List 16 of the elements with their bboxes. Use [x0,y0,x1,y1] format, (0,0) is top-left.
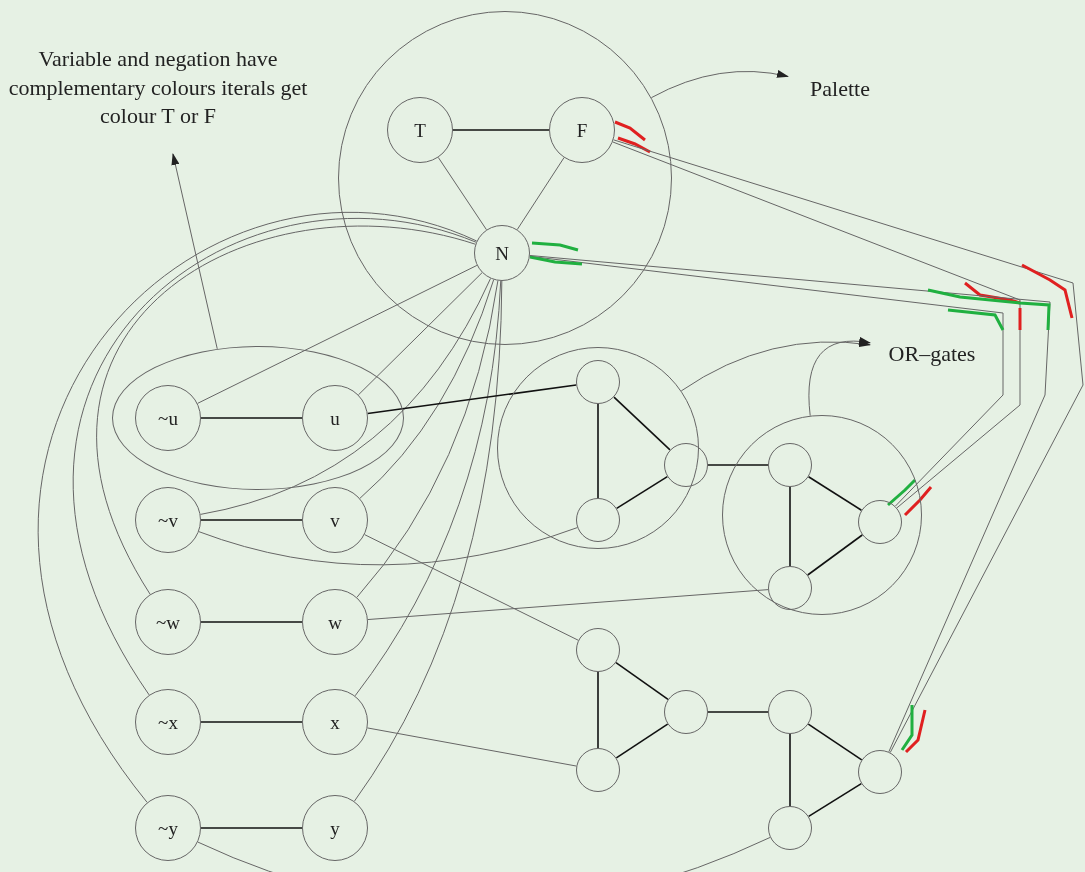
node-label: ~w [156,612,180,632]
node-label: x [330,712,340,732]
annotation-text: Variable and negation have complementary colours iterals get colour T or F [4,24,312,152]
node-label: ~v [158,510,178,530]
annotation-text: Palette [790,72,890,106]
node-label: F [576,120,588,140]
node-label: T [414,120,426,140]
node-label: v [330,510,340,530]
node-label: ~y [158,818,178,838]
node-label: N [495,243,509,263]
node-label: w [328,612,342,632]
node-label: y [330,818,340,838]
node-label: ~x [158,712,178,732]
node-label: u [330,408,340,428]
node-label: ~u [158,408,178,428]
annotation-text: OR–gates [872,336,992,372]
